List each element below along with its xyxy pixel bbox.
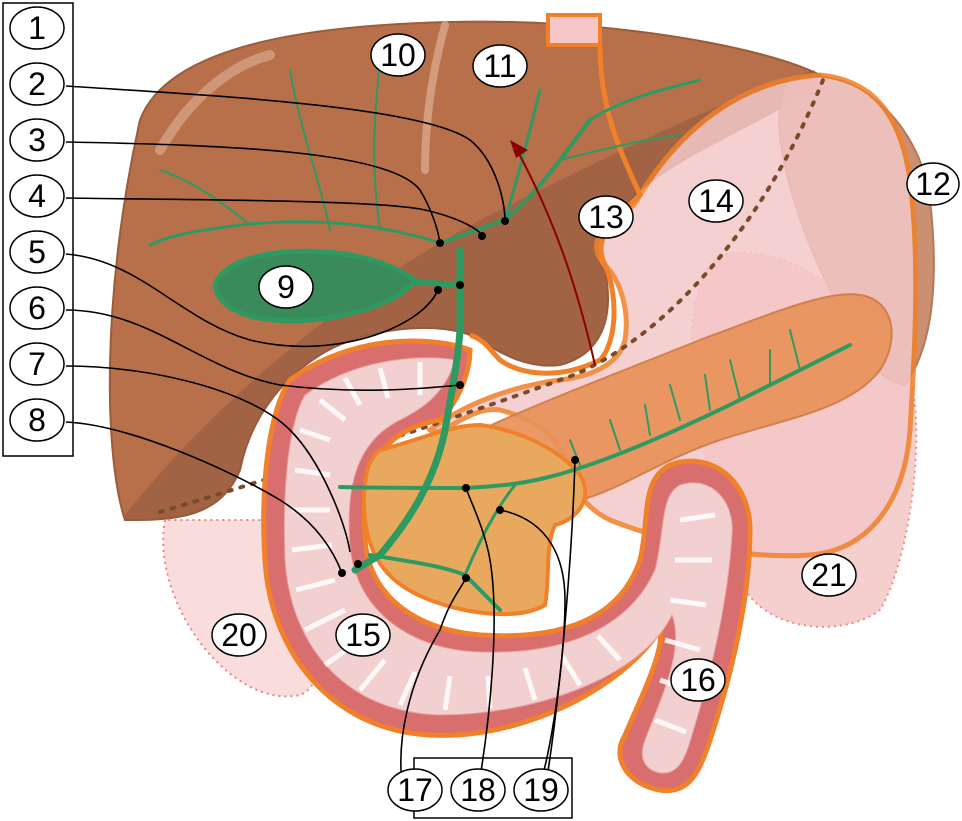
label-10: 10 xyxy=(370,33,426,77)
label-6: 6 xyxy=(9,286,65,330)
svg-text:12: 12 xyxy=(915,166,951,202)
svg-text:4: 4 xyxy=(28,178,46,214)
svg-text:6: 6 xyxy=(28,290,46,326)
label-5: 5 xyxy=(9,230,65,274)
svg-text:3: 3 xyxy=(28,122,46,158)
leader-lines xyxy=(65,85,576,791)
label-14: 14 xyxy=(688,179,744,223)
lesser-omentum-outline xyxy=(469,44,643,376)
svg-text:1: 1 xyxy=(28,10,46,46)
svg-text:2: 2 xyxy=(28,66,46,102)
svg-text:19: 19 xyxy=(523,772,559,808)
svg-text:11: 11 xyxy=(483,48,516,84)
leader-dots xyxy=(338,217,579,582)
svg-text:17: 17 xyxy=(397,772,433,808)
pancreas-head xyxy=(361,422,588,617)
label-15: 15 xyxy=(335,613,391,657)
svg-text:15: 15 xyxy=(345,617,381,653)
red-arrow-icon xyxy=(510,140,596,366)
duodenum-mucosa xyxy=(283,357,733,774)
svg-text:18: 18 xyxy=(460,772,496,808)
label-7: 7 xyxy=(9,342,65,386)
svg-text:16: 16 xyxy=(680,662,716,698)
label-3: 3 xyxy=(9,118,65,162)
svg-text:14: 14 xyxy=(698,183,734,219)
label-9: 9 xyxy=(258,265,314,309)
label-1: 1 xyxy=(9,6,65,50)
label-21: 21 xyxy=(801,553,857,597)
label-12: 12 xyxy=(906,162,960,206)
falciform-ligament xyxy=(421,21,449,174)
svg-text:5: 5 xyxy=(28,234,46,270)
left-label-frame xyxy=(2,2,74,457)
svg-text:21: 21 xyxy=(811,557,847,593)
label-11: 11 xyxy=(472,44,528,88)
label-20: 20 xyxy=(211,613,267,657)
svg-text:7: 7 xyxy=(28,346,46,382)
svg-text:13: 13 xyxy=(588,199,624,235)
svg-text:9: 9 xyxy=(277,269,295,305)
label-8: 8 xyxy=(9,398,65,442)
liver-shading xyxy=(125,70,815,520)
svg-text:20: 20 xyxy=(221,617,257,653)
label-13: 13 xyxy=(578,195,634,239)
label-16: 16 xyxy=(670,658,726,702)
label-2: 2 xyxy=(9,62,65,106)
label-4: 4 xyxy=(9,174,65,218)
stomach-dotted-border xyxy=(158,73,827,514)
label-17: 17 xyxy=(387,768,443,812)
label-18: 18 xyxy=(450,768,506,812)
liver-highlight xyxy=(155,50,275,155)
svg-text:10: 10 xyxy=(380,37,416,73)
svg-text:8: 8 xyxy=(28,402,46,438)
esophagus xyxy=(546,13,602,47)
label-19: 19 xyxy=(513,768,569,812)
